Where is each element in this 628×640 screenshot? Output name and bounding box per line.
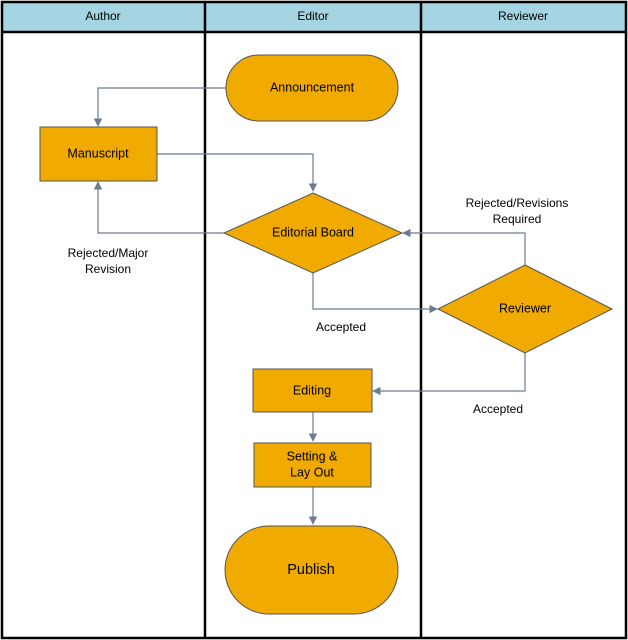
edge-board-accepted-to-reviewer <box>312 273 438 314</box>
reviewer-label: Reviewer <box>499 301 551 315</box>
announcement-label: Announcement <box>270 80 355 94</box>
rejected-major-label-line2: Revision <box>85 262 131 276</box>
accepted-reviewer-label: Accepted <box>473 402 523 416</box>
setting-label-line2: Lay Out <box>290 465 334 479</box>
lane-title-reviewer: Reviewer <box>498 9 548 23</box>
edge-announcement-to-manuscript <box>93 87 226 127</box>
editing-process <box>252 368 373 413</box>
reviewer-decision <box>436 264 614 354</box>
lane-title-author: Author <box>85 9 120 23</box>
publish-terminal <box>224 525 399 615</box>
announcement-terminal <box>225 54 399 122</box>
manuscript-label: Manuscript <box>67 146 129 160</box>
edge-board-rejected-to-manuscript <box>93 181 224 234</box>
setting-layout-process <box>253 442 372 488</box>
rejected-revisions-label-line1: Rejected/Revisions <box>466 196 569 210</box>
lane-title-editor: Editor <box>297 9 328 23</box>
editorial-board-decision <box>222 192 404 274</box>
manuscript-process <box>39 126 158 182</box>
accepted-board-label: Accepted <box>316 320 366 334</box>
setting-label-line1: Setting & <box>287 449 338 463</box>
edge-reviewer-rejected-to-board <box>402 228 526 265</box>
rejected-major-label-line1: Rejected/Major <box>68 246 149 260</box>
editing-label: Editing <box>293 383 331 397</box>
editorial-board-label: Editorial Board <box>272 225 354 239</box>
lane-header-band <box>2 2 626 32</box>
rejected-revisions-label-line2: Required <box>493 212 542 226</box>
publish-label: Publish <box>287 562 335 578</box>
edge-reviewer-accepted-to-editing <box>372 353 526 396</box>
edge-manuscript-to-board <box>157 153 318 192</box>
